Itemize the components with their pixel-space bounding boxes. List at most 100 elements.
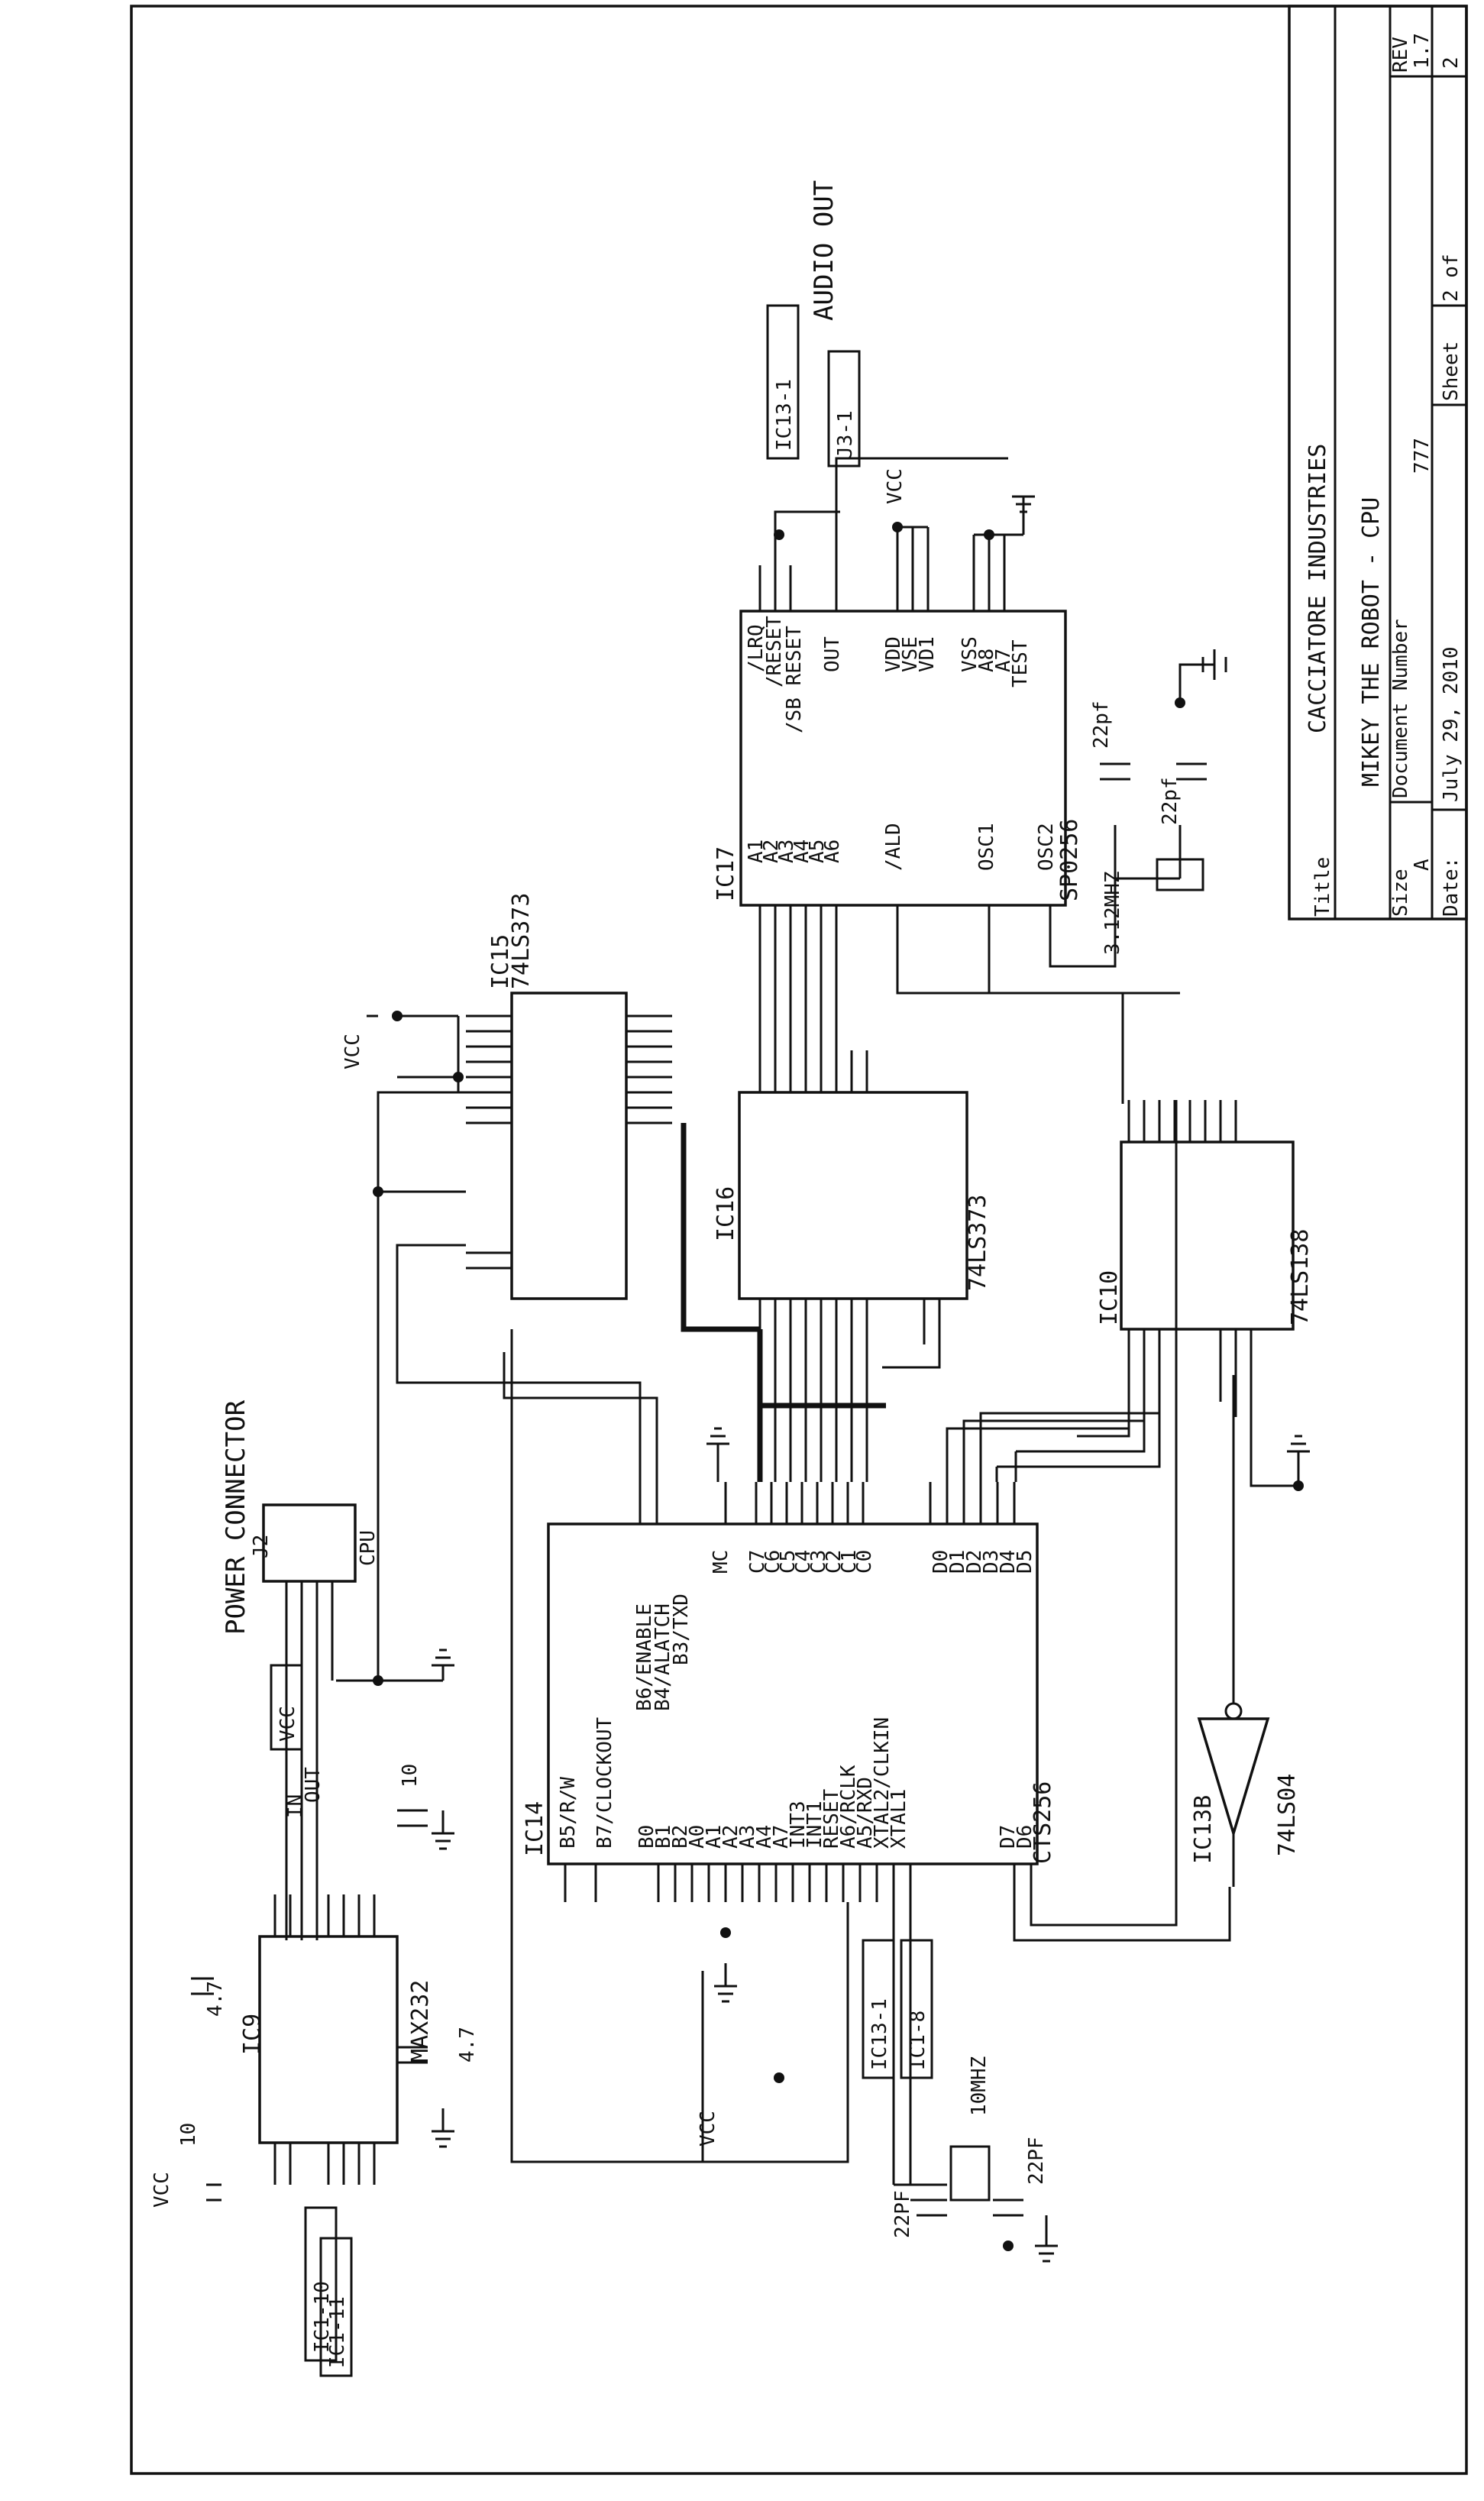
ic15-74ls373: IC15 74LS373 xyxy=(466,893,672,1300)
cap-value: 22pf xyxy=(1090,700,1113,749)
ic10-ref: IC10 xyxy=(1096,1270,1123,1325)
cap-value: 4.7 xyxy=(456,2027,479,2063)
pin-label: RESET xyxy=(820,1788,843,1849)
ic14-ref: IC14 xyxy=(522,1801,548,1856)
pin-label: OSC1 xyxy=(975,823,998,871)
document-number-label: Document Number xyxy=(1389,619,1412,798)
pin-label: B1 xyxy=(652,1825,675,1849)
pin-label: B4/ALATCH xyxy=(651,1603,674,1711)
pin-label: B6/ENABLE xyxy=(633,1603,656,1711)
pin-label: A6/RCLK xyxy=(837,1765,860,1849)
pin-label: TEST xyxy=(1009,639,1032,688)
pin-label: A6 xyxy=(821,840,844,863)
xtal-3-12mhz: 3.12MHZ xyxy=(1101,871,1124,955)
pin-label: INT3 xyxy=(787,1801,810,1849)
vcc-label-ic17: VCC xyxy=(884,468,907,504)
cap-value: 22PF xyxy=(1025,2137,1048,2185)
pin-label: C4 xyxy=(792,1550,815,1574)
ic16-ref: IC16 xyxy=(713,1186,739,1241)
power-connector-label: POWER CONNECTOR xyxy=(221,1399,251,1635)
vcc-label-ic15: VCC xyxy=(341,1034,364,1069)
cap-value: 22PF xyxy=(891,2190,914,2238)
pin-label: C3 xyxy=(807,1550,830,1574)
ic14-type: CTS256 xyxy=(1030,1781,1056,1864)
pin-label: /LRQ xyxy=(745,624,768,672)
pin-label: C1 xyxy=(838,1550,861,1574)
pin-label: B5/R/W xyxy=(557,1777,580,1849)
pin-label: INT1 xyxy=(803,1801,826,1849)
pin-label: VD1 xyxy=(916,636,939,672)
pin-label: /RESET xyxy=(763,616,786,688)
pin-label: C7 xyxy=(746,1550,769,1574)
net-tag: J3-1 xyxy=(834,410,857,458)
pin-label: B0 xyxy=(635,1825,658,1849)
pin-label: A1 xyxy=(703,1825,726,1849)
pin-label: C6 xyxy=(761,1550,784,1574)
pin-label: VDD xyxy=(882,636,905,672)
pin-label: VSS xyxy=(959,636,981,672)
pin-label: A3 xyxy=(736,1825,759,1849)
net-tag: IC1-11 xyxy=(326,2296,349,2368)
pin-label: C5 xyxy=(777,1550,800,1574)
pin-label: OSC2 xyxy=(1035,823,1058,871)
pin-label: /SB RESET xyxy=(783,626,806,733)
j2-power-connector: POWER CONNECTOR J2 CPU IN OUT xyxy=(221,1399,380,1940)
ic17-type: SP0256 xyxy=(1056,819,1083,901)
ic15-ref: IC15 xyxy=(487,934,514,989)
net-tag: IC1-8 xyxy=(907,2011,930,2070)
pin-label: MC xyxy=(710,1550,732,1574)
net-tag: IC13-1 xyxy=(868,1998,891,2070)
pin-label: VSE xyxy=(899,636,922,672)
rev-value: 1.7 xyxy=(1411,33,1434,69)
pin-label: D0 xyxy=(930,1550,952,1574)
pin-label: D2 xyxy=(963,1550,986,1574)
pin-label: A0 xyxy=(686,1825,709,1849)
junctions xyxy=(373,522,1304,2251)
pin-label: C0 xyxy=(853,1550,876,1574)
date-value: July 29, 2010 xyxy=(1440,647,1463,803)
pin-label: /ALD xyxy=(882,823,905,871)
pin-label: B7/CLOCKOUT xyxy=(593,1716,616,1849)
ic9-ref: IC9 xyxy=(239,2014,266,2055)
ic16-type: 74LS373 xyxy=(965,1195,991,1291)
ic9-type: MAX232 xyxy=(407,1980,434,2063)
title-label: Title xyxy=(1311,857,1334,917)
ic13b-type: 74LS04 xyxy=(1274,1774,1301,1856)
ic17-sp0256: IC17 SP0256 A1 A2 A3 A4 A5 A6 /ALD OSC1 … xyxy=(713,565,1083,951)
date-label: Date: xyxy=(1440,857,1463,917)
pin-label: OUT xyxy=(821,636,844,672)
ic14-cts256: IC14 CTS256 B5/R/W B7/CLOCKOUT B6/ENABLE… xyxy=(522,1482,1056,1902)
net-tag: IC1-10 xyxy=(311,2281,334,2353)
pin-label: A4 xyxy=(753,1825,776,1849)
pin-label: A7 xyxy=(770,1825,793,1849)
pin-label: C2 xyxy=(823,1550,845,1574)
pin-label: A3 xyxy=(775,840,798,863)
sheet-total: 2 xyxy=(1440,57,1463,69)
pin-label: D7 xyxy=(997,1825,1020,1849)
audio-out-label: AUDIO OUT xyxy=(809,180,839,321)
pin-label: B2 xyxy=(669,1825,692,1849)
net-tags: IC13-1 J3-1 IC13-1 IC1-8 IC1-10 IC1-11 V… xyxy=(270,304,933,2377)
xtal-10mhz: 10MHZ xyxy=(968,2056,991,2116)
pin-label: D5 xyxy=(1014,1550,1036,1574)
pin-label: XTAL1 xyxy=(887,1789,910,1849)
j2-ref: J2 xyxy=(250,1535,273,1558)
pin-label: A4 xyxy=(790,840,813,863)
ic13b-74ls04: IC13B 74LS04 xyxy=(1190,1665,1301,1887)
cap-value: 22pf xyxy=(1159,777,1182,825)
wiring xyxy=(191,457,1310,2263)
pin-label: A1 xyxy=(745,840,768,863)
size-value: A xyxy=(1411,859,1434,871)
cap-value: 4.7 xyxy=(204,1981,227,2017)
vcc-label-max232: VCC xyxy=(150,2172,173,2208)
pin-label: D3 xyxy=(980,1550,1003,1574)
net-tag: VCC xyxy=(276,1706,299,1742)
size-label: Size xyxy=(1389,869,1412,917)
page-border xyxy=(130,5,1468,2475)
document-number: 777 xyxy=(1411,438,1434,474)
cap-value: 10 xyxy=(177,2123,200,2147)
ic10-74ls138: IC10 74LS138 xyxy=(1096,1100,1314,1375)
sheet-number: 2 of xyxy=(1440,254,1463,302)
